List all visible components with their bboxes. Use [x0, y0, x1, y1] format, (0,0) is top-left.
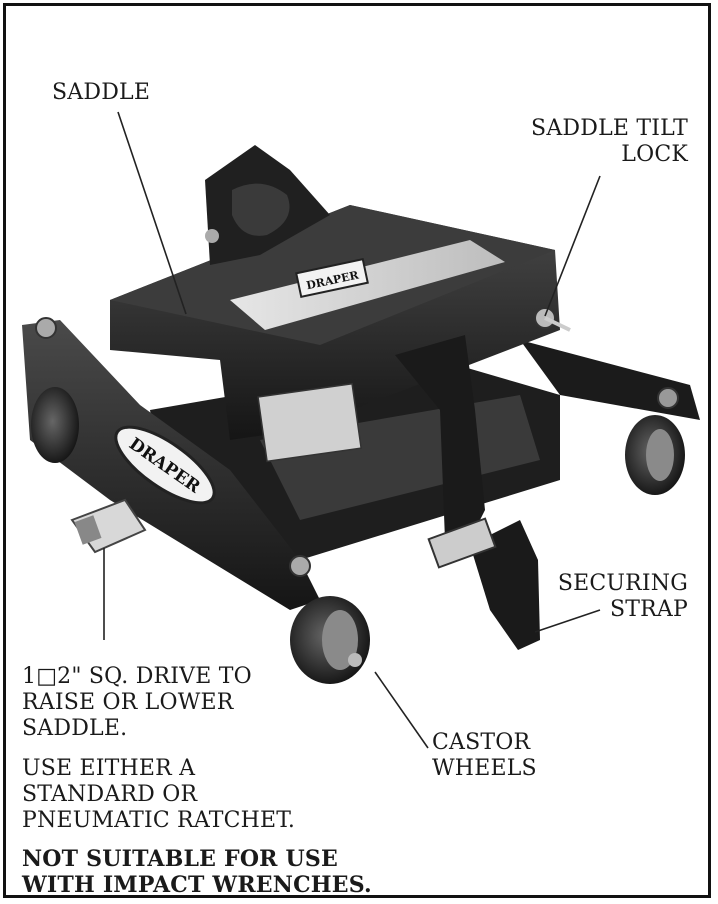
drive-label: 1□2" SQ. DRIVE TO RAISE OR LOWER SADDLE.	[22, 664, 252, 742]
castor-wheel-left	[31, 387, 79, 463]
saddle-tilt-lock-line-1: SADDLE TILT	[531, 116, 688, 141]
castor-wheels-line-1: CASTOR	[432, 730, 531, 755]
warning-line-2: WITH IMPACT WRENCHES.	[22, 872, 372, 898]
saddle-label: SADDLE	[52, 80, 151, 105]
drive-shaft	[70, 498, 147, 554]
ratchet-label: USE EITHER A STANDARD OR PNEUMATIC RATCH…	[22, 756, 295, 834]
saddle-tilt-lock-line-2: LOCK	[621, 142, 688, 167]
ratchet-line-2: STANDARD OR	[22, 782, 198, 807]
castor-wheels-line-2: WHEELS	[432, 756, 537, 781]
securing-strap	[395, 335, 540, 650]
castor-wheels-label: CASTOR WHEELS	[432, 730, 537, 782]
saddle-tilt-lock-label: SADDLE TILT LOCK	[531, 116, 688, 168]
drive-line-3: SADDLE.	[22, 716, 128, 741]
drive-line-2: RAISE OR LOWER	[22, 690, 234, 715]
ratchet-line-3: PNEUMATIC RATCHET.	[22, 808, 296, 833]
securing-strap-line-1: SECURING	[557, 571, 688, 596]
warning-line-1: NOT SUITABLE FOR USE	[22, 846, 338, 872]
drive-line-1: 1□2" SQ. DRIVE TO	[22, 664, 252, 689]
saddle-upright	[205, 145, 330, 265]
rear-right-arm	[520, 340, 700, 420]
saddle-housing: DRAPER	[110, 205, 560, 463]
castor-wheel-rear	[625, 415, 685, 495]
leader-lines	[103, 111, 601, 749]
castor-wheel-front	[290, 596, 370, 684]
impact-wrench-warning: NOT SUITABLE FOR USE WITH IMPACT WRENCHE…	[22, 846, 372, 898]
saddle-tilt-lock	[534, 307, 571, 332]
front-arm: DRAPER	[22, 317, 320, 610]
ratchet-line-1: USE EITHER A	[22, 756, 196, 781]
securing-strap-line-2: STRAP	[610, 597, 688, 622]
securing-strap-label: SECURING STRAP	[558, 571, 688, 623]
